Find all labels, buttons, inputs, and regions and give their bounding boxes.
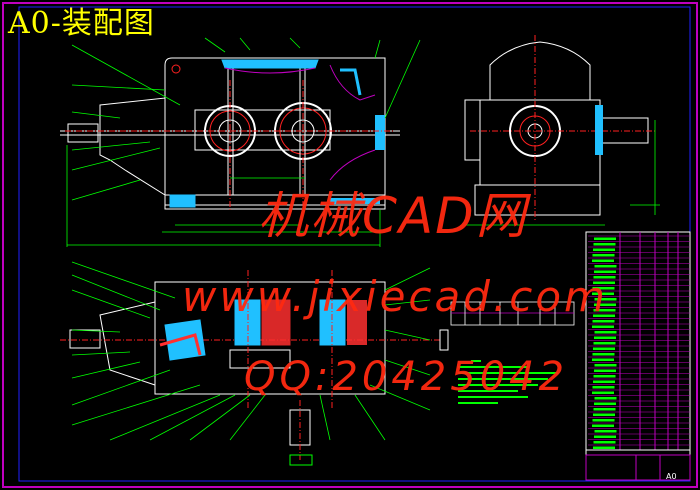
parts-list-row-text bbox=[594, 402, 616, 405]
parts-list-row-text bbox=[592, 419, 615, 422]
parts-list-row-text bbox=[593, 380, 615, 383]
parts-list-row-text bbox=[593, 309, 616, 312]
parts-list-row-text bbox=[594, 298, 617, 301]
parts-list-table bbox=[585, 231, 691, 481]
parts-list-row-text bbox=[592, 358, 614, 361]
parts-list-row-text bbox=[593, 314, 615, 317]
front-view-dimensions bbox=[66, 37, 421, 247]
parts-list-row-text bbox=[594, 237, 616, 240]
parts-list-row-text bbox=[592, 254, 615, 257]
parts-list-row-text bbox=[592, 353, 615, 356]
parts-list-row-text bbox=[594, 364, 617, 367]
parts-list-row-text bbox=[593, 248, 615, 251]
parts-list-row-text bbox=[593, 446, 615, 449]
parts-list-row-text bbox=[594, 397, 617, 400]
parts-list-row-text bbox=[594, 270, 616, 273]
parts-list-row-text bbox=[594, 336, 616, 339]
parts-list-row-text bbox=[592, 320, 615, 323]
watermark-url: www.jixiecad.com bbox=[182, 272, 608, 321]
watermark-qq: QQ:20425042 bbox=[244, 354, 569, 400]
parts-list-row-text bbox=[594, 303, 616, 306]
parts-list-row-text bbox=[592, 287, 615, 290]
top-view-leaders bbox=[71, 261, 431, 441]
front-view bbox=[60, 57, 400, 210]
parts-list-row-text bbox=[592, 424, 614, 427]
parts-list-row-text bbox=[592, 391, 614, 394]
parts-list-row-text bbox=[593, 441, 616, 444]
parts-list-row-text bbox=[594, 435, 616, 438]
parts-list-row-text bbox=[593, 375, 616, 378]
parts-list-row-text bbox=[592, 259, 614, 262]
characteristics-table bbox=[450, 301, 575, 326]
parts-list-row-text bbox=[592, 325, 614, 328]
parts-list-row-text bbox=[593, 347, 615, 350]
parts-list-row-text bbox=[593, 281, 615, 284]
parts-list-row-text bbox=[592, 386, 615, 389]
parts-list-row-text bbox=[593, 276, 616, 279]
parts-list-row-text bbox=[593, 413, 615, 416]
sheet-size-label: A0 bbox=[666, 472, 677, 481]
parts-list-row-text bbox=[593, 408, 616, 411]
watermark-site-name: 机械CAD网 bbox=[258, 187, 528, 245]
parts-list-row-text bbox=[594, 331, 617, 334]
drawing-title: A0-装配图 bbox=[8, 6, 155, 41]
side-view bbox=[464, 35, 660, 226]
parts-list-row-text bbox=[594, 430, 617, 433]
top-view bbox=[60, 270, 449, 466]
parts-list-row-text bbox=[593, 243, 616, 246]
parts-list-row-text bbox=[593, 342, 616, 345]
parts-list-row-text bbox=[592, 292, 614, 295]
parts-list-row-text bbox=[594, 369, 616, 372]
parts-list-row-text bbox=[594, 265, 617, 268]
technical-requirements-notes bbox=[458, 360, 558, 404]
parts-list-rows bbox=[588, 235, 690, 449]
